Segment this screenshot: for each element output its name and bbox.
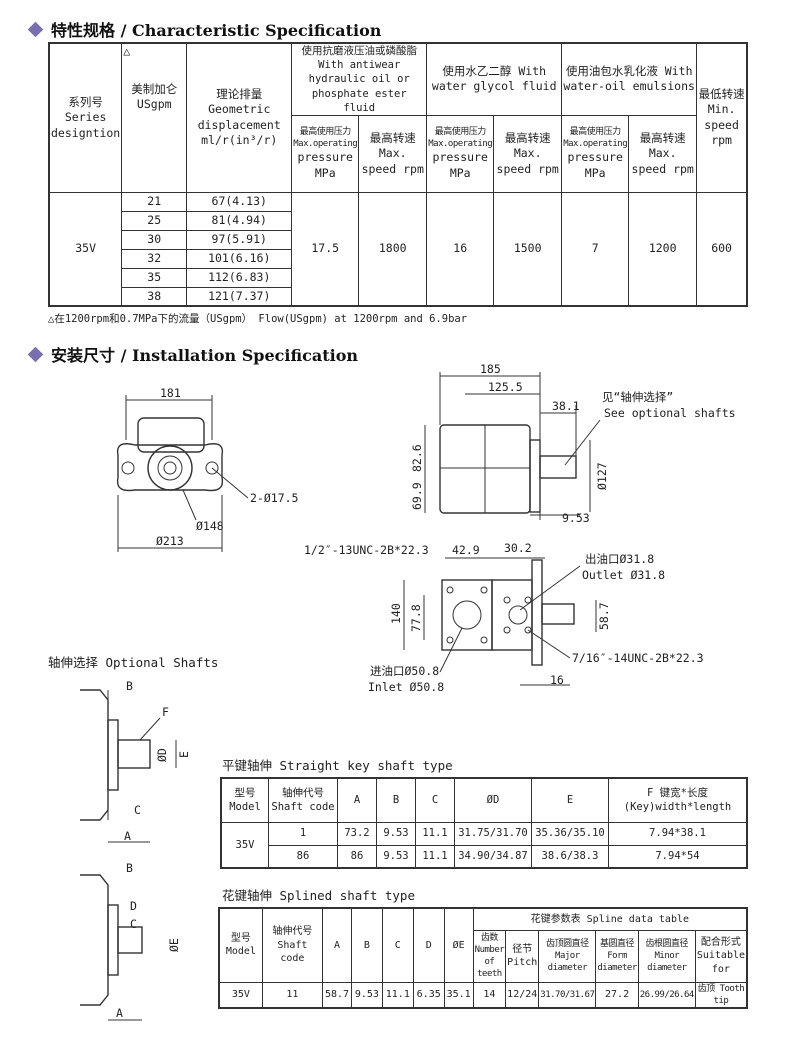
svg-text:125.5: 125.5 — [488, 380, 523, 394]
svg-text:69.9: 69.9 — [410, 482, 424, 510]
svg-text:7/16″-14UNC-2B*22.3: 7/16″-14UNC-2B*22.3 — [572, 651, 704, 665]
optional-shafts-title: 轴伸选择 Optional Shafts — [48, 655, 219, 670]
pump-top-view: 1/2″-13UNC-2B*22.3 42.9 30.2 出油口Ø31.8 Ou… — [304, 541, 704, 694]
section-characteristic: 特性规格 / Characteristic Specification — [27, 17, 381, 41]
svg-text:E: E — [177, 751, 191, 758]
svg-text:82.6: 82.6 — [410, 444, 424, 472]
flow-note: △在1200rpm和0.7MPa下的流量（USgpm） Flow(USgpm) … — [48, 313, 468, 325]
svg-text:181: 181 — [160, 386, 181, 400]
svg-text:F: F — [162, 705, 169, 719]
svg-text:See optional shafts: See optional shafts — [604, 406, 736, 420]
svg-text:进油口Ø50.8: 进油口Ø50.8 — [370, 664, 439, 678]
svg-text:185: 185 — [480, 362, 501, 376]
splined-title: 花键轴伸 Splined shaft type — [222, 888, 415, 903]
spec-table: 系列号 Series designtion △美制加仑 USgpm 理论排量 G… — [48, 42, 748, 308]
svg-text:ØE: ØE — [167, 938, 181, 952]
svg-text:1/2″-13UNC-2B*22.3: 1/2″-13UNC-2B*22.3 — [304, 543, 429, 557]
svg-text:140: 140 — [389, 603, 403, 624]
svg-text:Ø127: Ø127 — [595, 462, 609, 490]
svg-text:A: A — [124, 829, 131, 843]
svg-text:Ø213: Ø213 — [156, 534, 184, 548]
svg-text:B: B — [126, 861, 133, 875]
svg-text:D: D — [130, 899, 137, 913]
svg-text:16: 16 — [550, 673, 564, 687]
svg-text:C: C — [134, 803, 141, 817]
section-installation: 安装尺寸 / Installation Specification — [27, 342, 358, 366]
svg-text:2-Ø17.5: 2-Ø17.5 — [250, 491, 298, 505]
svg-text:9.53: 9.53 — [562, 511, 590, 525]
splined-shaft-drawing: B D C ØE A — [80, 861, 181, 1021]
straight-key-title: 平键轴伸 Straight key shaft type — [222, 758, 453, 773]
svg-text:B: B — [126, 679, 133, 693]
svg-text:77.8: 77.8 — [409, 604, 423, 632]
pump-side-view: 185 125.5 38.1 见“轴伸选择” See optional shaf… — [410, 362, 736, 525]
svg-text:58.7: 58.7 — [597, 602, 611, 630]
svg-text:C: C — [130, 917, 137, 931]
svg-text:A: A — [116, 1006, 123, 1020]
svg-text:见“轴伸选择”: 见“轴伸选择” — [602, 390, 673, 404]
svg-text:Outlet Ø31.8: Outlet Ø31.8 — [582, 568, 665, 582]
svg-text:Ø148: Ø148 — [196, 519, 224, 533]
svg-text:出油口Ø31.8: 出油口Ø31.8 — [585, 552, 654, 566]
svg-text:30.2: 30.2 — [504, 541, 532, 555]
pump-front-view: 181 2-Ø17.5 Ø148 Ø213 — [116, 386, 298, 552]
straight-shaft-drawing: B F ØD E C A — [80, 679, 191, 843]
svg-text:38.1: 38.1 — [552, 399, 580, 413]
svg-text:ØD: ØD — [155, 748, 169, 762]
svg-text:Inlet Ø50.8: Inlet Ø50.8 — [368, 680, 444, 694]
svg-text:42.9: 42.9 — [452, 543, 480, 557]
